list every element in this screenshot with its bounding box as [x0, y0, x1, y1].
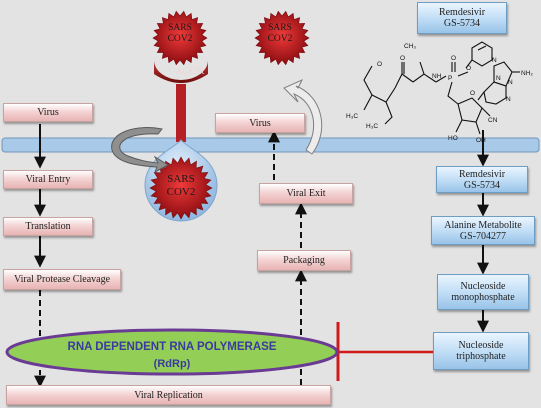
mol-label-h3c-2: H₃C	[366, 123, 378, 130]
sars-cov2-virus-top	[152, 10, 208, 66]
mol-label-p: P	[448, 75, 452, 82]
mol-label-o-phenoxy: O	[466, 65, 471, 72]
entry-curved-arrow	[111, 127, 170, 174]
mol-label-n1: N	[496, 75, 501, 82]
step-viral-entry: Viral Entry	[3, 170, 93, 189]
pathway-alanine-metabolite-label: Alanine Metabolite GS-704277	[444, 219, 522, 242]
step-packaging: Packaging	[257, 250, 351, 271]
step-viral-replication-label: Viral Replication	[134, 389, 203, 401]
mol-label-o-phos: O	[451, 55, 456, 62]
step-virus-left: Virus	[3, 103, 93, 122]
step-viral-exit: Viral Exit	[259, 183, 353, 204]
step-viral-replication: Viral Replication	[6, 385, 331, 405]
virus-spiky-body	[149, 156, 213, 220]
exit-curved-arrow	[283, 78, 323, 155]
step-viral-exit-label: Viral Exit	[286, 188, 326, 199]
virus-label-exiting-line2: COV2	[268, 34, 293, 44]
step-translation: Translation	[3, 217, 93, 236]
mol-label-o-ring: O	[470, 90, 475, 97]
virus-label-entering-line1: SARS	[167, 173, 195, 185]
mol-label-n2: N	[508, 79, 513, 86]
step-protease-cleavage-label: Viral Protease Cleavage	[13, 274, 111, 285]
rdrp-title: RNA DEPENDENT RNA POLYMERASE	[68, 341, 277, 353]
pathway-triphosphate-label: Nucleoside triphosphate	[456, 340, 506, 362]
mol-label-ho: HO	[448, 135, 458, 142]
virus-label-exiting-line1: SARS	[268, 23, 292, 33]
mol-label-n3: N	[506, 96, 511, 103]
pathway-remdesivir-label: Remdesivir GS-5734	[458, 168, 506, 191]
step-virus-mid-label: Virus	[249, 117, 271, 129]
mol-label-oh: OH	[476, 137, 486, 144]
pathway-triphosphate: Nucleoside triphosphate	[433, 332, 529, 370]
mol-label-o-ester: O	[377, 61, 382, 68]
remdesivir-top-box: Remdesivir GS-5734	[417, 2, 507, 34]
mol-label-o-carbonyl: O	[400, 55, 405, 62]
step-virus-left-label: Virus	[37, 107, 59, 118]
rdrp-ellipse	[5, 328, 339, 376]
sars-cov2-virus-exiting	[254, 10, 310, 66]
ace2-label: ACE2R	[176, 66, 205, 76]
pathway-monophosphate-label: Nucleoside monophosphate	[451, 281, 515, 303]
virus-label-entering-line2: COV2	[167, 186, 196, 198]
sars-cov2-virus-entering	[149, 156, 213, 220]
rdrp-abbreviation: (RdRp)	[154, 358, 191, 370]
step-viral-entry-label: Viral Entry	[25, 174, 71, 185]
step-translation-label: Translation	[25, 221, 71, 232]
virus-spiky-body	[152, 10, 208, 66]
remdesivir-top-label: Remdesivir GS-5734	[438, 7, 486, 29]
pathway-remdesivir: Remdesivir GS-5734	[436, 166, 528, 193]
step-virus-mid: Virus	[215, 113, 305, 133]
pathway-monophosphate: Nucleoside monophosphate	[437, 274, 529, 310]
mol-label-cn: CN	[488, 117, 498, 124]
mol-label-ch3: CH₃	[404, 43, 416, 50]
mol-label-h3c: H₃C	[346, 113, 358, 120]
ace2-receptor-stem	[176, 84, 186, 142]
virus-spiky-body	[254, 10, 310, 66]
mol-label-nh: NH	[432, 73, 442, 80]
mol-label-n4: N	[492, 57, 497, 64]
cell-membrane	[1, 137, 540, 153]
step-protease-cleavage: Viral Protease Cleavage	[3, 269, 121, 290]
virus-label-top-line2: COV2	[168, 34, 193, 44]
mol-label-nh2: NH₂	[521, 70, 533, 77]
step-packaging-label: Packaging	[283, 255, 325, 266]
pathway-alanine-metabolite: Alanine Metabolite GS-704277	[431, 216, 535, 245]
virus-label-top-line1: SARS	[168, 23, 192, 33]
remdesivir-structure	[363, 41, 520, 135]
